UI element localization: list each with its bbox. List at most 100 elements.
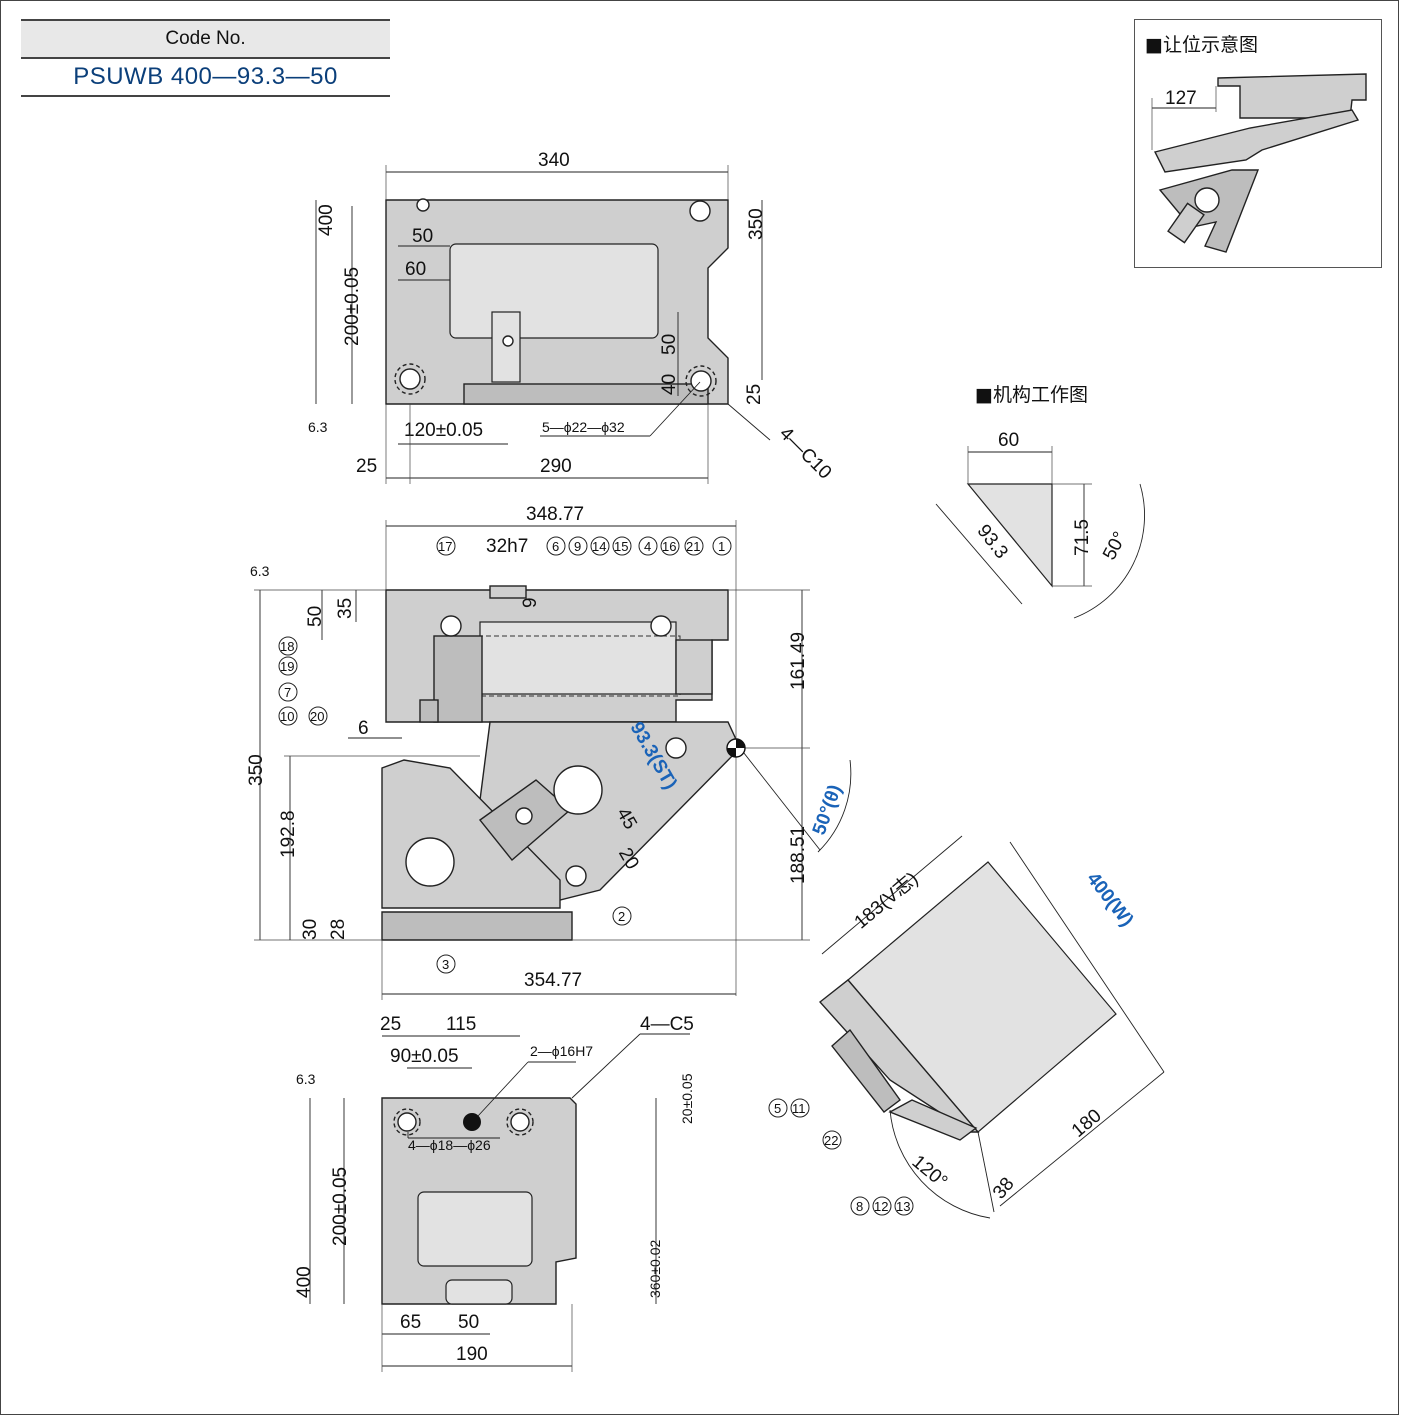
callout-1: 1 [712, 536, 732, 556]
bottom-dim-400: 400 [294, 1266, 315, 1298]
svg-text:8: 8 [856, 1199, 863, 1214]
mechanism-diagram-title: ■机构工作图 [975, 384, 1088, 406]
svg-text:16: 16 [662, 539, 676, 554]
front-dim-348: 348.77 [526, 504, 584, 525]
iso-dim-180: 180 [1068, 1105, 1106, 1141]
clearance-diagram-inset: ■让位示意图 [1134, 19, 1382, 268]
bottom-roughness: 6.3 [296, 1071, 316, 1087]
callout-7: 7 [278, 682, 298, 702]
bottom-holes-note: 4—ϕ18—ϕ26 [408, 1137, 491, 1153]
top-view-slot [491, 311, 521, 383]
svg-text:20: 20 [310, 709, 324, 724]
top-dim-120: 120±0.05 [404, 420, 483, 441]
bottom-dim-50: 50 [458, 1312, 479, 1333]
bottom-dim-190: 190 [456, 1344, 488, 1365]
callout-16: 16 [660, 536, 680, 556]
callout-11: 11 [790, 1098, 810, 1118]
front-dim-188: 188.51 [788, 826, 809, 884]
iso-view: 183(V志) 400(W) 180 120° 38 [818, 835, 1165, 1219]
svg-text:11: 11 [792, 1101, 806, 1116]
top-dim-340: 340 [538, 150, 570, 171]
svg-text:1: 1 [718, 539, 725, 554]
callout-17: 17 [436, 536, 456, 556]
top-dim-290: 290 [540, 456, 572, 477]
bottom-dim-20: 20±0.05 [679, 1073, 695, 1124]
front-angle: 50°(θ) [809, 782, 846, 838]
bottom-dim-65: 65 [400, 1312, 421, 1333]
iso-dim-38: 38 [989, 1174, 1019, 1204]
front-dim-6: 6 [358, 718, 369, 739]
svg-text:5: 5 [774, 1101, 781, 1116]
svg-text:19: 19 [280, 659, 294, 674]
top-chamfer-note: 4—C10 [775, 423, 835, 483]
callout-10: 10 [278, 706, 298, 726]
svg-text:21: 21 [686, 539, 700, 554]
svg-text:9: 9 [574, 539, 581, 554]
callout-22: 22 [822, 1130, 842, 1150]
front-dim-32h7: 32h7 [486, 536, 528, 557]
top-holes-note: 5—ϕ22—ϕ32 [542, 419, 625, 435]
bottom-dim-90: 90±0.05 [390, 1046, 459, 1067]
bottom-chamfer-note: 4—C5 [640, 1014, 694, 1035]
front-dim-28: 28 [328, 919, 349, 940]
bottom-view: 25 115 90±0.05 2—ϕ16H7 4—C5 20±0.05 4—ϕ1… [294, 1014, 695, 1372]
top-view: 340 400 200±0.05 350 50 60 50 40 25 120±… [308, 150, 835, 484]
callout-3: 3 [436, 954, 456, 974]
svg-text:15: 15 [614, 539, 628, 554]
top-dim-25r: 25 [744, 384, 765, 405]
callouts: 17 6 9 14 15 4 16 21 1 18 19 7 10 20 2 3… [278, 536, 914, 1216]
callout-9: 9 [568, 536, 588, 556]
top-dim-25: 25 [356, 456, 377, 477]
iso-angle-120: 120° [908, 1151, 952, 1192]
callout-12: 12 [872, 1196, 892, 1216]
iso-dim-183: 183(V志) [850, 868, 922, 934]
svg-text:4: 4 [644, 539, 651, 554]
callout-15: 15 [612, 536, 632, 556]
svg-text:6: 6 [552, 539, 559, 554]
svg-text:7: 7 [284, 685, 291, 700]
svg-text:2: 2 [618, 909, 625, 924]
callout-5: 5 [768, 1098, 788, 1118]
front-key [489, 585, 527, 599]
iso-dim-400w: 400(W) [1082, 869, 1137, 931]
callout-18: 18 [278, 636, 298, 656]
bottom-dim-25: 25 [380, 1014, 401, 1035]
svg-text:12: 12 [874, 1199, 888, 1214]
front-dim-35: 35 [335, 598, 356, 619]
top-dim-50b: 50 [659, 334, 680, 355]
top-dim-40: 40 [659, 374, 680, 395]
callout-6: 6 [546, 536, 566, 556]
svg-text:22: 22 [824, 1133, 838, 1148]
svg-text:18: 18 [280, 639, 294, 654]
callout-19: 19 [278, 656, 298, 676]
inset-drawing: 127 [1151, 73, 1367, 253]
front-base-plate [381, 911, 573, 941]
code-number-box: Code No. PSUWB 400—93.3—50 [21, 19, 390, 97]
front-view: 348.77 32h7 9 35 50 161.49 188.51 6 350 … [246, 504, 852, 1000]
front-dim-350: 350 [246, 754, 267, 786]
top-dim-50a: 50 [412, 226, 433, 247]
mech-angle-50: 50° [1099, 528, 1131, 563]
front-roughness: 6.3 [250, 563, 270, 579]
front-dim-9: 9 [520, 597, 541, 608]
front-dim-354: 354.77 [524, 970, 582, 991]
svg-text:17: 17 [438, 539, 452, 554]
callout-14: 14 [590, 536, 610, 556]
bottom-dim-115: 115 [446, 1014, 476, 1035]
bottom-dim-360: 360±0.02 [647, 1239, 663, 1298]
mech-dim-60: 60 [998, 430, 1019, 451]
top-dim-350: 350 [746, 208, 767, 240]
bottom-pin-note: 2—ϕ16H7 [530, 1043, 593, 1059]
callout-4: 4 [638, 536, 658, 556]
callout-2: 2 [612, 906, 632, 926]
dowel-pin-icon [463, 1113, 481, 1131]
svg-text:3: 3 [442, 957, 449, 972]
front-adjust-block [433, 635, 483, 723]
mechanism-diagram: 60 93.3 71.5 50° [935, 430, 1145, 619]
svg-text:14: 14 [592, 539, 606, 554]
top-dim-60: 60 [405, 259, 426, 280]
top-dim-200: 200±0.05 [342, 267, 363, 346]
callout-13: 13 [894, 1196, 914, 1216]
